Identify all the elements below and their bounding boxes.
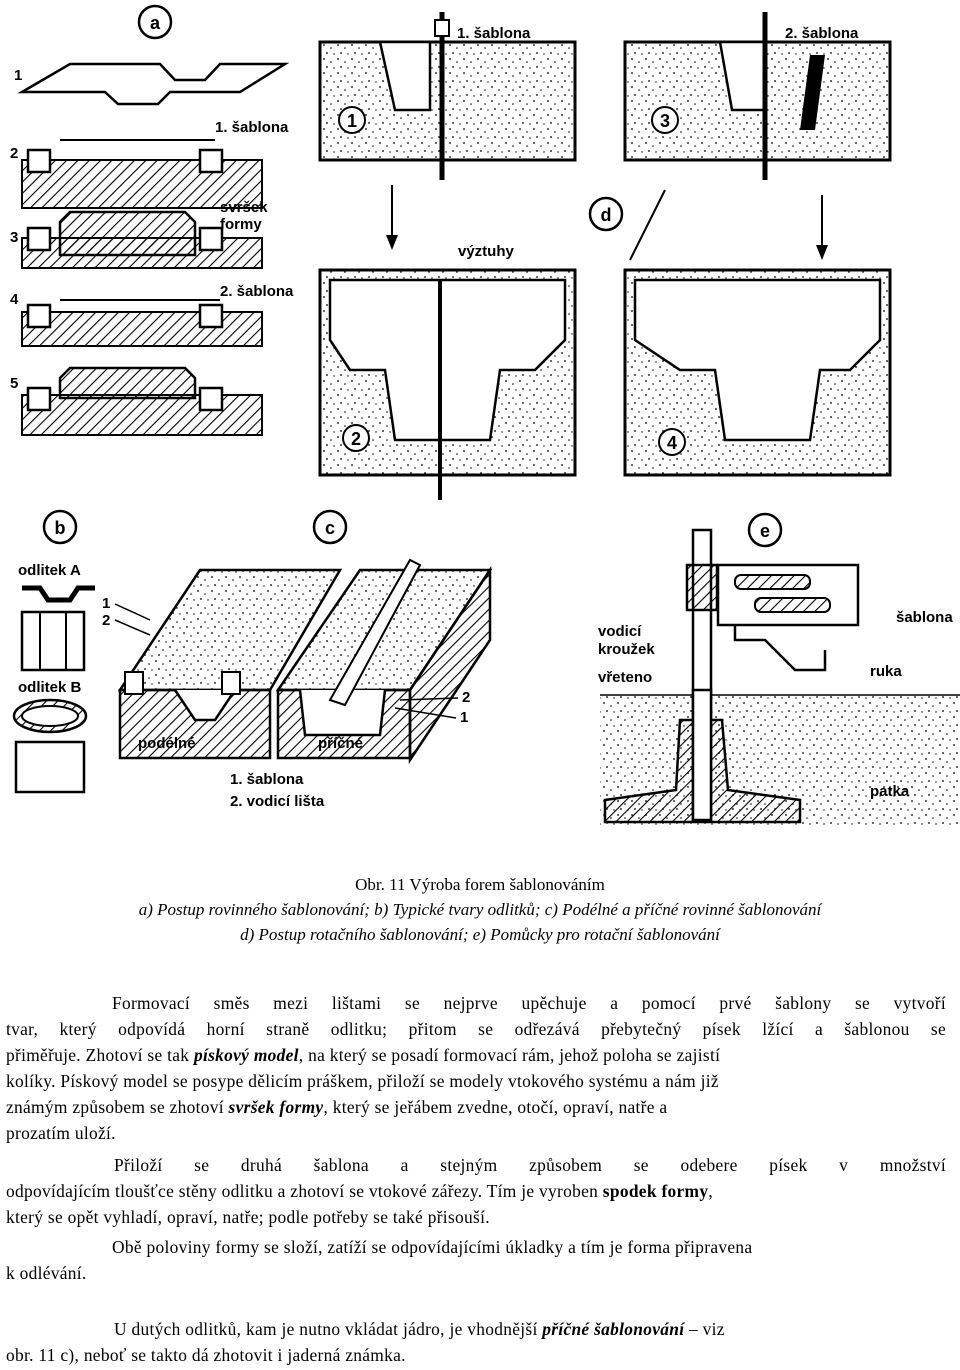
paragraph-3: Obě poloviny formy se složí, zatíží se o… — [6, 1234, 946, 1286]
text-line: odpovídajícím tloušťce stěny odlitku a z… — [6, 1181, 713, 1201]
panel-a: a 1 2 1. šablona 3 svršek formy 4 2. šab… — [10, 4, 294, 436]
svg-text:vřeteno: vřeteno — [598, 669, 652, 686]
text-line: Přiloží se druhá šablona a stejným způso… — [114, 1155, 946, 1175]
text-line: prozatím uloží. — [6, 1123, 116, 1143]
panel-a-label: a — [150, 13, 161, 33]
panel-b: b odlitek A odlitek B — [12, 509, 95, 794]
svg-text:1: 1 — [460, 709, 468, 726]
svg-text:odlitek A: odlitek A — [18, 562, 81, 579]
svg-text:3: 3 — [10, 229, 18, 246]
emphasis-term: spodek formy — [602, 1181, 709, 1201]
svg-text:2: 2 — [10, 145, 18, 162]
svg-text:4: 4 — [667, 433, 677, 453]
svg-text:odlitek B: odlitek B — [18, 679, 82, 696]
text-line: známým způsobem se zhotoví svršek formy,… — [6, 1097, 668, 1117]
svg-text:2. šablona: 2. šablona — [220, 283, 294, 300]
svg-text:ruka: ruka — [870, 663, 902, 680]
svg-text:1: 1 — [347, 111, 357, 131]
panel-d: 1. šablona 1 2. šablona 3 d výztuhy 2 4 — [318, 12, 892, 500]
panel-e: e šablona ruka vodicí kroužek vřeteno pa… — [598, 512, 960, 825]
emphasis-term: svršek formy — [228, 1097, 324, 1117]
text-line: přiměřuje. Zhotoví se tak pískový model,… — [6, 1045, 721, 1065]
text-line: kolíky. Pískový model se posype dělicím … — [6, 1071, 719, 1091]
svg-text:vodicí: vodicí — [598, 623, 642, 640]
svg-text:1: 1 — [14, 67, 22, 84]
svg-text:kroužek: kroužek — [598, 641, 655, 658]
svg-text:2. vodicí lišta: 2. vodicí lišta — [230, 793, 325, 810]
svg-text:1. šablona: 1. šablona — [215, 119, 289, 136]
caption-line-3: d) Postup rotačního šablonování; e) Pomů… — [240, 925, 720, 944]
text-line: který se opět vyhladí, opraví, natře; po… — [6, 1207, 490, 1227]
paragraph-2: Přiloží se druhá šablona a stejným způso… — [6, 1152, 946, 1230]
panel-c: c 1 2 podélné příčné 2 1 1. šablona 2. v… — [102, 509, 493, 810]
panel-c-label: c — [325, 518, 335, 538]
panel-e-label: e — [760, 521, 770, 541]
svg-text:příčné: příčné — [318, 735, 363, 752]
panel-d-label: d — [601, 205, 612, 225]
text-line: k odlévání. — [6, 1263, 87, 1283]
text-line: Obě poloviny formy se složí, zatíží se o… — [112, 1237, 753, 1257]
caption-title: Obr. 11 Výroba forem šablonováním — [355, 875, 605, 894]
svg-text:4: 4 — [10, 291, 19, 308]
text-line: Formovací směs mezi lištami se nejprve u… — [112, 993, 946, 1013]
svg-text:2: 2 — [462, 689, 470, 706]
svg-text:2. šablona: 2. šablona — [785, 25, 859, 42]
emphasis-term: příčné šablonování — [542, 1319, 685, 1339]
svg-text:2: 2 — [102, 612, 110, 629]
svg-text:patka: patka — [870, 783, 910, 800]
svg-text:šablona: šablona — [896, 609, 953, 626]
svg-text:podélné: podélné — [138, 735, 196, 752]
text-line: obr. 11 c), neboť se takto dá zhotovit i… — [6, 1345, 406, 1365]
svg-text:svršek: svršek — [220, 199, 268, 216]
caption-line-2: a) Postup rovinného šablonování; b) Typi… — [138, 900, 822, 919]
svg-text:3: 3 — [660, 111, 670, 131]
panel-b-label: b — [55, 518, 66, 538]
svg-text:formy: formy — [220, 216, 262, 233]
svg-text:výztuhy: výztuhy — [458, 243, 515, 260]
text-line: tvar, který odpovídá horní straně odlitk… — [6, 1019, 946, 1039]
svg-text:1: 1 — [102, 595, 110, 612]
svg-text:5: 5 — [10, 375, 18, 392]
paragraph-1: Formovací směs mezi lištami se nejprve u… — [6, 990, 946, 1146]
technical-figure: a 1 2 1. šablona 3 svršek formy 4 2. šab… — [10, 4, 960, 825]
text-line: U dutých odlitků, kam je nutno vkládat j… — [114, 1319, 725, 1339]
svg-text:1. šablona: 1. šablona — [230, 771, 304, 788]
paragraph-4: U dutých odlitků, kam je nutno vkládat j… — [6, 1316, 946, 1368]
emphasis-term: pískový model — [193, 1045, 299, 1065]
svg-text:2: 2 — [351, 429, 361, 449]
svg-text:1. šablona: 1. šablona — [457, 25, 531, 42]
